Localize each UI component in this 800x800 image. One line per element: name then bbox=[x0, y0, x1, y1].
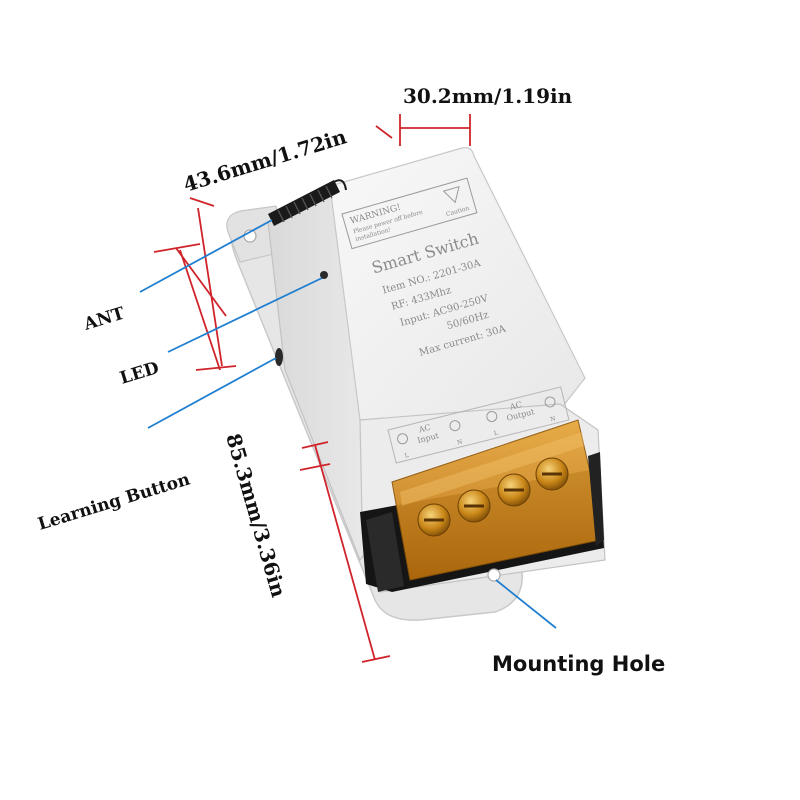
ant-callout-line bbox=[139, 219, 273, 293]
dimension-lines bbox=[153, 114, 471, 663]
mounting-hole-label: Mounting Hole bbox=[492, 652, 665, 676]
learning-button[interactable] bbox=[275, 348, 283, 366]
warning-box bbox=[341, 177, 478, 250]
terminal-screws bbox=[417, 457, 569, 537]
terminal-screw-icon bbox=[486, 410, 498, 422]
learning-button-label: Learning Button bbox=[36, 470, 193, 535]
led-indicator bbox=[320, 271, 328, 279]
callout-lines bbox=[139, 219, 557, 629]
terminal-screw-icon bbox=[449, 420, 461, 432]
learning-button-callout-line bbox=[147, 357, 277, 429]
smart-switch-device: WARNING! Please power off before install… bbox=[226, 147, 606, 621]
terminal-n-output: N bbox=[550, 415, 557, 423]
led-callout-line bbox=[167, 277, 323, 353]
terminal-block bbox=[360, 419, 604, 592]
caution-triangle-icon bbox=[442, 185, 460, 204]
housing-top-face bbox=[329, 147, 586, 421]
height-dimension-label: 30.2mm/1.19in bbox=[403, 84, 573, 108]
ac-output-label-line1: AC bbox=[508, 400, 523, 412]
led-label: LED bbox=[118, 358, 162, 389]
ac-input-label-line1: AC bbox=[417, 423, 432, 435]
mounting-hole-bottom bbox=[487, 568, 501, 582]
mounting-hole-callout-line bbox=[495, 579, 557, 629]
terminal-screw-icon bbox=[544, 396, 556, 408]
terminal-l-output: L bbox=[493, 430, 499, 438]
ant-label: ANT bbox=[81, 303, 128, 335]
terminal-screw-icon bbox=[397, 433, 409, 445]
terminal-n-input: N bbox=[456, 438, 463, 446]
antenna bbox=[268, 179, 347, 226]
terminal-l-input: L bbox=[404, 452, 410, 460]
length-dimension-label: 85.3mm/3.36in bbox=[221, 431, 291, 601]
